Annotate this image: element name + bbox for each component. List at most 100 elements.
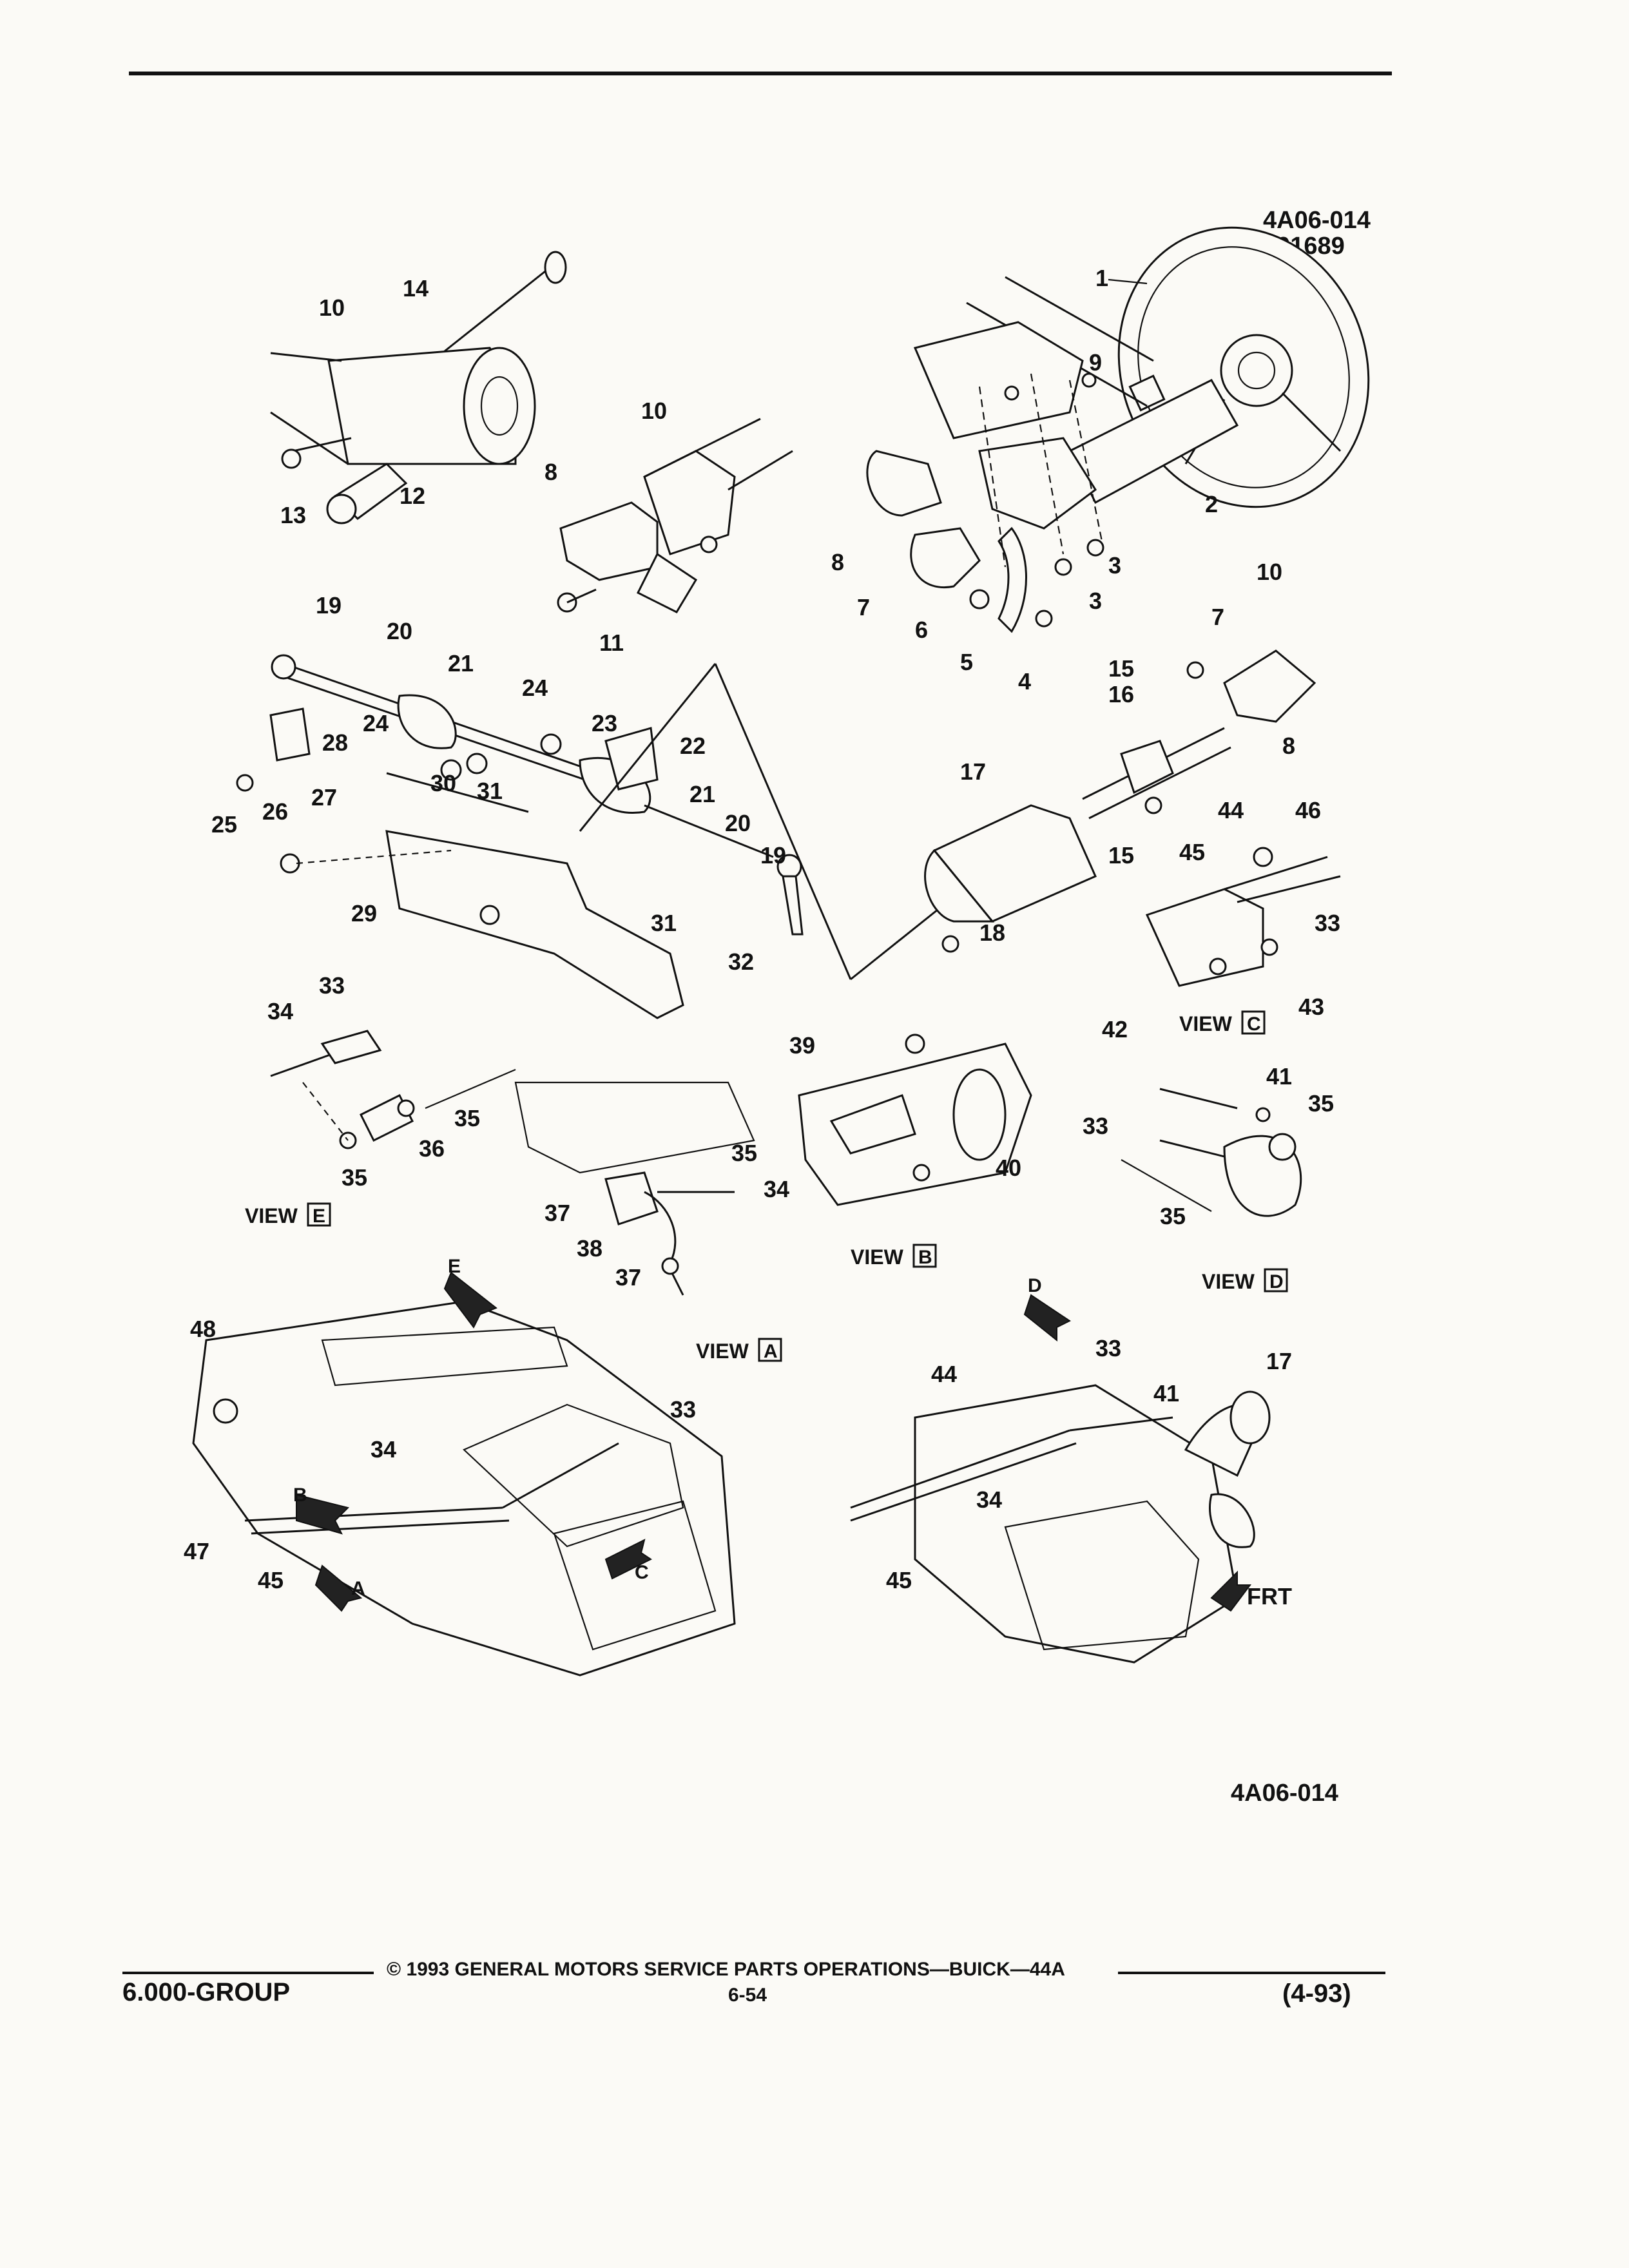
callout-35: 35 <box>731 1140 757 1166</box>
view-label-b: VIEW B <box>851 1244 937 1269</box>
callout-43: 43 <box>1298 994 1324 1020</box>
view-label-c: VIEW C <box>1179 1010 1266 1035</box>
callout-34: 34 <box>764 1176 789 1202</box>
callout-40: 40 <box>996 1155 1021 1181</box>
callout-7: 7 <box>857 594 870 620</box>
callout-39: 39 <box>789 1032 815 1059</box>
callout-14: 14 <box>403 275 429 302</box>
callout-28: 28 <box>322 729 348 756</box>
callout-45: 45 <box>258 1567 284 1593</box>
callout-labels: 1 2 3 3 4 5 6 7 7 8 8 8 9 10 10 10 11 12… <box>184 265 1340 1593</box>
callout-45: 45 <box>886 1567 912 1593</box>
view-c-arrow-letter: C <box>635 1562 649 1583</box>
view-label-d: VIEW D <box>1202 1268 1288 1293</box>
callout-19: 19 <box>316 592 342 619</box>
callout-29: 29 <box>351 900 377 927</box>
view-e-cable-end <box>270 1030 516 1149</box>
callout-8: 8 <box>831 549 844 575</box>
footer-page-number: 6-54 <box>728 1984 767 2006</box>
callout-12: 12 <box>400 483 425 509</box>
callout-46: 46 <box>1295 797 1321 823</box>
callout-21: 21 <box>689 781 715 807</box>
column-support-bracket <box>557 418 793 613</box>
svg-text:VIEW: VIEW <box>1179 1012 1233 1035</box>
svg-text:VIEW: VIEW <box>1202 1270 1255 1293</box>
callout-20: 20 <box>387 618 412 644</box>
view-b-bracket <box>798 1033 1032 1206</box>
steering-column-switch-assembly <box>270 251 567 524</box>
view-c-arrow <box>604 1539 652 1580</box>
callout-41: 41 <box>1266 1063 1292 1090</box>
callout-30: 30 <box>430 770 456 796</box>
rack-and-pinion-assembly <box>236 654 948 1019</box>
callout-3: 3 <box>1089 588 1102 614</box>
steering-wheel-assembly <box>966 226 1370 508</box>
footer-revision: (4-93) <box>1282 1979 1351 2008</box>
front-arrow-label: FRT <box>1247 1583 1292 1610</box>
callout-17: 17 <box>1266 1348 1292 1374</box>
view-d-arrow-letter: D <box>1028 1275 1042 1296</box>
view-b-arrow <box>296 1494 349 1535</box>
callout-34: 34 <box>976 1486 1002 1513</box>
callout-6: 6 <box>915 617 928 643</box>
column-mounting-components <box>866 321 1104 633</box>
view-d-cable-connection <box>1121 1088 1302 1217</box>
callout-15: 15 <box>1108 655 1134 682</box>
view-c-cable-bracket <box>1145 847 1341 987</box>
callout-33: 33 <box>1083 1113 1108 1139</box>
callout-35: 35 <box>454 1105 480 1131</box>
callout-47: 47 <box>184 1538 209 1564</box>
callout-1: 1 <box>1095 265 1108 291</box>
callout-31: 31 <box>477 778 503 804</box>
figure-id-bottom: 4A06-014 <box>1231 1780 1338 1807</box>
callout-16: 16 <box>1108 681 1134 707</box>
callout-4: 4 <box>1018 668 1031 695</box>
callout-38: 38 <box>577 1235 602 1262</box>
callout-41: 41 <box>1153 1380 1179 1407</box>
callout-27: 27 <box>311 784 337 811</box>
view-e-arrow-letter: E <box>448 1256 461 1277</box>
callout-33: 33 <box>319 972 345 999</box>
callout-45: 45 <box>1179 839 1205 865</box>
callout-13: 13 <box>280 502 306 528</box>
footer-group: 6.000-GROUP <box>122 1978 291 2006</box>
view-e-arrow <box>443 1271 497 1329</box>
callout-42: 42 <box>1102 1016 1128 1043</box>
callout-15: 15 <box>1108 842 1134 869</box>
callout-17: 17 <box>960 758 986 785</box>
footer-copyright: © 1993 GENERAL MOTORS SERVICE PARTS OPER… <box>387 1959 1065 1980</box>
callout-25: 25 <box>211 811 237 838</box>
callout-24: 24 <box>522 675 548 701</box>
callout-33: 33 <box>670 1396 696 1423</box>
callout-44: 44 <box>1218 797 1244 823</box>
callout-21: 21 <box>448 650 474 677</box>
callout-18: 18 <box>979 919 1005 946</box>
callout-20: 20 <box>725 810 751 836</box>
svg-text:B: B <box>918 1247 932 1268</box>
view-a-arrow <box>314 1564 363 1612</box>
callout-31: 31 <box>651 910 677 936</box>
svg-text:D: D <box>1269 1271 1284 1293</box>
svg-text:A: A <box>764 1341 778 1362</box>
callout-37: 37 <box>615 1264 641 1291</box>
callout-10: 10 <box>319 294 345 321</box>
callout-24: 24 <box>363 710 389 736</box>
callout-33: 33 <box>1315 910 1340 936</box>
callout-11: 11 <box>599 629 624 656</box>
callout-10: 10 <box>1257 559 1282 585</box>
view-a-hose-fittings <box>514 1081 755 1296</box>
callout-23: 23 <box>592 710 617 736</box>
callout-32: 32 <box>728 948 754 975</box>
callout-8: 8 <box>545 459 557 485</box>
view-b-arrow-letter: B <box>293 1485 307 1506</box>
callout-19: 19 <box>760 842 786 869</box>
callout-3: 3 <box>1108 552 1121 579</box>
view-a-arrow-letter: A <box>351 1578 365 1599</box>
svg-text:C: C <box>1247 1014 1261 1035</box>
intermediate-shaft-and-seal <box>924 649 1316 953</box>
svg-text:VIEW: VIEW <box>245 1204 298 1227</box>
transaxle-right <box>850 1294 1271 1664</box>
callout-37: 37 <box>545 1200 570 1226</box>
